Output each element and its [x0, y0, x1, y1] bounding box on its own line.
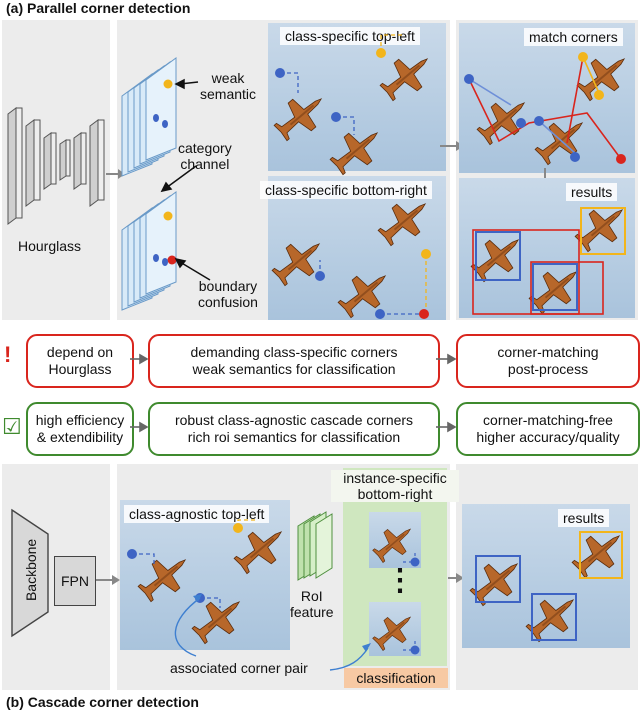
backbone-shape	[11, 508, 49, 638]
match-corners-drawing	[464, 44, 637, 172]
tl-corners	[268, 34, 440, 182]
results-boxes-top	[465, 195, 635, 321]
agnostic-tl-image	[120, 500, 290, 650]
warning-icon: !	[4, 342, 12, 367]
tl-label: class-specific top-left	[280, 27, 420, 45]
results-label-top: results	[566, 183, 618, 201]
row-connector-arrows	[130, 353, 457, 433]
heatmap-stack-top	[121, 57, 177, 177]
br-corners	[266, 189, 438, 325]
assoc-pair-label: associated corner pair	[170, 660, 308, 676]
annotation-arrows	[160, 78, 211, 281]
arrow-fpn-image	[96, 575, 120, 585]
arrow-to-cascade-results	[448, 573, 464, 583]
hourglass-label: Hourglass	[18, 238, 82, 254]
section-a-title: (a) Parallel corner detection	[6, 0, 191, 16]
heatmap-stack-bottom	[121, 191, 177, 311]
instance-crops-drawing	[368, 517, 420, 656]
classification-label: classification	[344, 668, 448, 688]
results-label-bottom: results	[558, 509, 610, 527]
check-icon: ☑	[2, 414, 22, 439]
ellipsis-icon: ⋮	[385, 564, 415, 597]
br-label: class-specific bottom-right	[260, 181, 432, 199]
fpn-box: FPN	[54, 556, 96, 606]
section-b-title: (b) Cascade corner detection	[6, 694, 199, 710]
agnostic-tl-label: class-agnostic top-left	[124, 505, 270, 523]
match-corners-label: match corners	[524, 28, 623, 46]
cascade-results-boxes	[464, 521, 632, 649]
roi-feature-stack	[297, 511, 333, 581]
pros-box-1: high efficiency& extendibility	[26, 402, 134, 456]
hourglass-network-icon	[7, 107, 105, 225]
